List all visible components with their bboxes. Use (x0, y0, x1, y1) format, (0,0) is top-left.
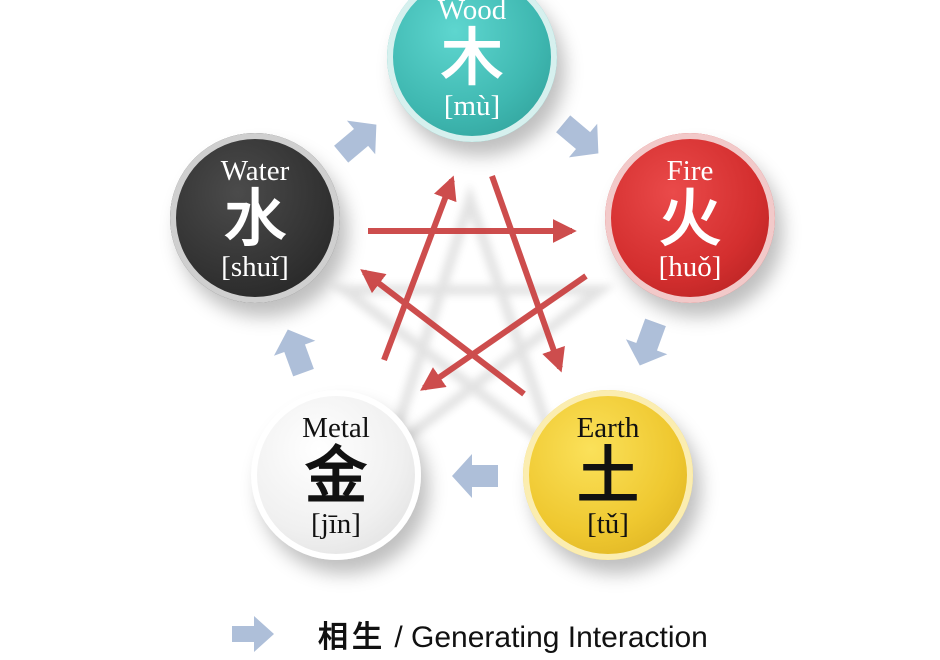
element-earth-character: 土 (576, 439, 639, 512)
element-fire: Fire 火 [huǒ] (605, 133, 775, 303)
element-wood: Wood 木 [mù] (387, 0, 557, 142)
element-fire-pinyin: [huǒ] (658, 251, 722, 283)
element-water-name: Water (220, 155, 290, 187)
controlling-arrow-metal-wood (381, 175, 457, 362)
generating-arrow-water-wood (334, 120, 377, 163)
controlling-arrow-wood-earth (489, 174, 565, 373)
generating-arrow-metal-water (273, 329, 316, 377)
controlling-arrow-fire-metal (420, 273, 588, 391)
generating-arrow-fire-earth (625, 318, 668, 366)
element-wood-character: 木 (440, 21, 503, 94)
legend: 相生 / Generating Interaction (230, 612, 708, 656)
legend-label: 相生 / Generating Interaction (318, 612, 708, 656)
element-fire-character: 火 (658, 182, 721, 255)
element-metal-character: 金 (304, 439, 367, 512)
element-water-character: 水 (223, 182, 286, 255)
generating-arrow-earth-metal (452, 454, 498, 498)
legend-separator: / (386, 621, 412, 654)
element-metal-name: Metal (302, 412, 370, 444)
element-water-pinyin: [shuǐ] (221, 251, 289, 283)
legend-chinese: 相生 (318, 620, 386, 655)
controlling-arrow-earth-water (360, 269, 526, 397)
blue-block-arrow-icon (232, 616, 274, 652)
generating-arrow-wood-fire (556, 115, 599, 158)
legend-text: Generating Interaction (411, 621, 708, 654)
element-metal: Metal 金 [jīn] (251, 390, 421, 560)
element-earth: Earth 土 [tǔ] (523, 390, 693, 560)
element-water: Water 水 [shuǐ] (170, 133, 340, 303)
element-earth-name: Earth (576, 412, 640, 444)
element-earth-pinyin: [tǔ] (587, 508, 629, 540)
element-fire-name: Fire (666, 155, 714, 187)
element-metal-pinyin: [jīn] (311, 508, 361, 540)
element-wood-name: Wood (437, 0, 507, 26)
element-wood-pinyin: [mù] (443, 90, 501, 122)
